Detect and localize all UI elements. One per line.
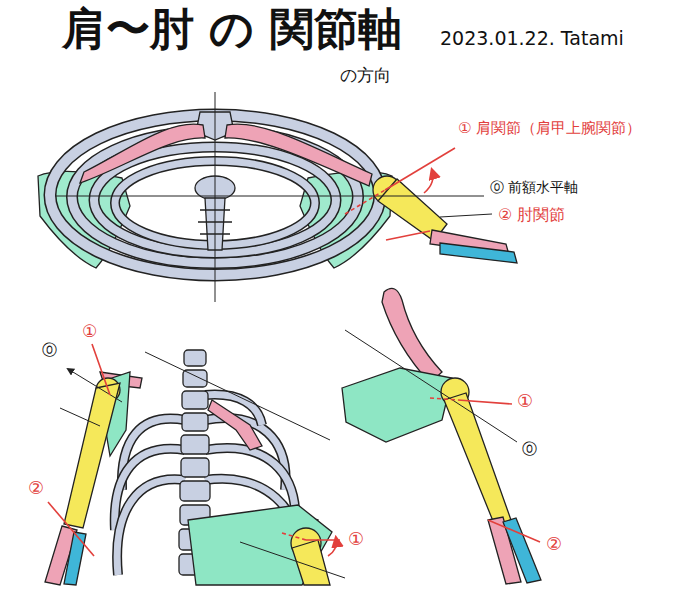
ribs-back-part [117,479,185,575]
red-axes-back-part [48,502,94,556]
red-axes-back-part [282,533,306,540]
spine-back-part [182,413,208,431]
clavicle-back-part [208,400,262,450]
spine-back-part [180,481,210,501]
title: 肩〜肘 の 関節軸 [62,4,402,55]
axis-lines [55,92,492,302]
clavicle-top [80,124,372,186]
shoulder-axis-red-part [345,190,385,214]
callout-number: ① [517,391,533,412]
scapula-back-part [188,505,332,585]
shoulder-axis-red-part [386,231,430,240]
scapula-side-part [342,368,452,442]
callout-number: ① [82,322,97,342]
red-axes-back [48,344,340,556]
red-axes-side-part [458,400,512,404]
red-axes-side [430,398,540,542]
arm-side [441,378,541,584]
arm-back-part [64,383,120,528]
callout-number: ① [348,529,364,550]
spine-back-part [183,370,207,387]
side-view [342,288,541,584]
arm-top-part [440,243,517,263]
spine-back-part [184,350,206,366]
subtitle: の方向 [340,66,391,86]
axis-lines-side-part [345,330,517,442]
shoulder-axis-red [345,148,455,240]
shoulder-axis-red-part [385,148,455,190]
axis-label: ⓪ 前額水平軸 [490,179,578,195]
axis-lines-back [60,352,345,578]
arm-back-part [64,532,86,585]
scapula-back [100,372,332,585]
axis-lines-side [345,330,517,442]
callout-label: ① 肩関節（肩甲上腕関節） [458,120,641,137]
red-axes-back-part [328,538,336,556]
axis-lines-back-part [145,352,330,440]
clavicle-top-part [80,124,205,183]
shoulder-axis-red-part [424,170,433,193]
spine-back-part [181,458,209,477]
axis-lines-part [215,92,216,302]
back-view [45,344,345,585]
red-axes-back-part [306,539,340,541]
clavicle-top-part [225,124,372,186]
clavicle-side-part [382,288,442,383]
callout-number: ⓪ [522,441,537,458]
red-axes-back-part [92,344,110,395]
axis-lines-back-part [68,369,122,402]
arm-back [45,378,330,585]
date-signature: 2023.01.22. Tatami [440,28,624,50]
spine-back-part [182,391,208,409]
arm-side-part [444,393,511,526]
arm-side-part [503,518,541,583]
axis-lines-back-part [240,542,345,578]
axis-lines-back-part [60,408,100,426]
spine-back-part [181,435,209,454]
arm-back-part [292,540,330,585]
axis-lines-part [440,214,492,217]
callout-number: ⓪ [42,342,57,359]
callout-label: ② 肘関節 [498,206,565,224]
red-axes-side-part [430,398,458,400]
red-axes-side-part [488,520,540,542]
ribs-back-part [117,479,185,575]
scapula-side [342,368,452,442]
clavicle-side [382,288,442,383]
callout-number: ② [28,478,44,499]
top-view [38,92,517,302]
axis-lines-part [55,196,484,197]
callout-number: ② [546,534,562,555]
